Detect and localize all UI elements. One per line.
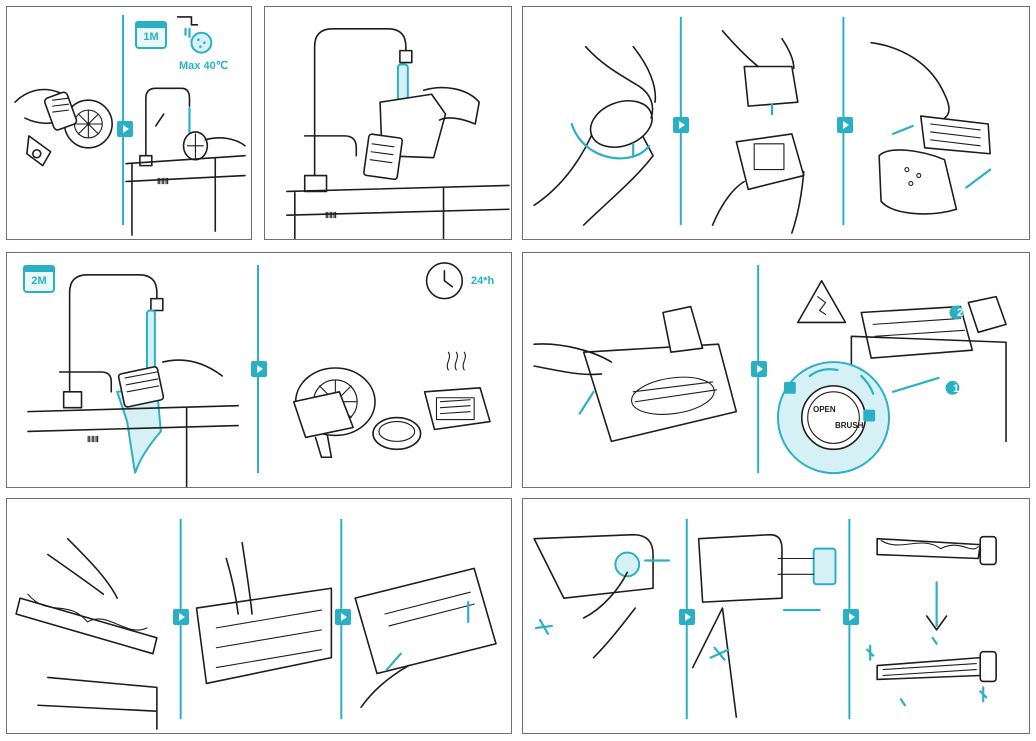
clean-brushroll-illustration xyxy=(533,518,997,720)
max-temperature-label: Max 40℃ xyxy=(179,60,229,72)
dial-open-label: OPEN xyxy=(813,405,836,414)
step-1-badge: 1 xyxy=(953,383,960,395)
next-step-arrow-icon xyxy=(173,609,189,625)
cut-hair-illustration xyxy=(15,518,497,730)
next-step-arrow-icon xyxy=(751,361,767,377)
next-step-arrow-icon xyxy=(673,117,689,133)
calendar-icon: 1M xyxy=(135,21,167,49)
next-step-arrow-icon xyxy=(251,361,267,377)
remove-filter-illustration xyxy=(533,16,992,234)
brand-mark: ⅡⅡⅡ xyxy=(157,177,169,186)
panel-dry-parts: 2M 24*h ⅡⅡⅡ xyxy=(6,252,512,488)
panel-remove-filter xyxy=(522,6,1030,240)
calendar-icon: 2M xyxy=(23,265,55,293)
next-step-arrow-icon xyxy=(679,609,695,625)
rinse-filter-illustration xyxy=(286,28,510,239)
dial-brush-label: BRUSH xyxy=(835,421,864,430)
next-step-arrow-icon xyxy=(117,121,133,137)
brand-mark: ⅡⅡⅡ xyxy=(325,211,337,220)
next-step-arrow-icon xyxy=(843,609,859,625)
brand-mark: ⅡⅡⅡ xyxy=(87,435,99,444)
dry-time-label: 24*h xyxy=(471,275,495,287)
panel-cut-hair xyxy=(6,498,512,734)
cleaning-interval-label: 2M xyxy=(31,275,47,287)
dry-parts-illustration xyxy=(27,262,491,487)
next-step-arrow-icon xyxy=(335,609,351,625)
brush-removal-illustration xyxy=(533,264,1007,475)
filter-wash-illustration xyxy=(14,14,246,236)
panel-rinse-filter: ⅡⅡⅡ xyxy=(264,6,512,240)
step-2-badge: 2 xyxy=(957,307,964,319)
next-step-arrow-icon xyxy=(837,117,853,133)
cleaning-interval-label: 1M xyxy=(143,31,159,43)
panel-filter-wash: 1M Max 40℃ ⅡⅡⅡ xyxy=(6,6,252,240)
panel-clean-brushroll xyxy=(522,498,1030,734)
panel-brush-removal: 1 2 OPEN BRUSH xyxy=(522,252,1030,488)
